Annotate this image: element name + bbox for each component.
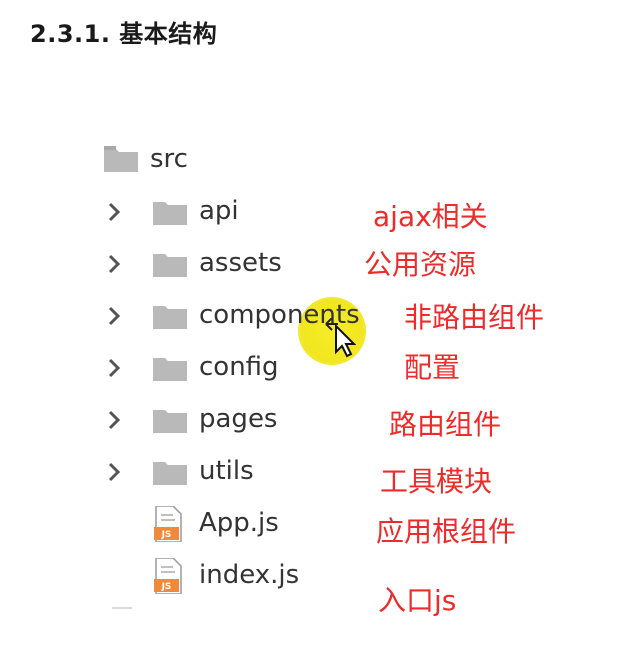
folder-icon bbox=[153, 254, 187, 277]
js-badge: JS bbox=[161, 530, 172, 540]
tree-item-assets[interactable]: assets bbox=[199, 248, 282, 278]
folder-icon bbox=[153, 358, 187, 381]
cursor-icon bbox=[325, 318, 356, 358]
annotation-pages: 路由组件 bbox=[389, 408, 502, 441]
chevron-right-icon[interactable] bbox=[102, 460, 126, 484]
tree-item-index-js[interactable]: index.js bbox=[199, 560, 300, 590]
chevron-right-icon[interactable] bbox=[102, 408, 126, 432]
annotation-components: 非路由组件 bbox=[404, 301, 545, 334]
annotation-assets: 公用资源 bbox=[364, 248, 477, 281]
chevron-right-icon[interactable] bbox=[102, 200, 126, 224]
tree-item-utils[interactable]: utils bbox=[199, 456, 254, 486]
section-heading: 2.3.1. 基本结构 bbox=[30, 20, 218, 48]
chevron-right-icon[interactable] bbox=[102, 304, 126, 328]
tree-item-app-js[interactable]: App.js bbox=[199, 508, 279, 538]
tree-item-api[interactable]: api bbox=[199, 196, 239, 226]
tree-item-pages[interactable]: pages bbox=[199, 404, 278, 434]
folder-icon bbox=[104, 146, 138, 172]
annotation-config: 配置 bbox=[404, 351, 461, 384]
annotation-api: ajax相关 bbox=[373, 200, 488, 233]
annotation-index-js: 入口js bbox=[378, 584, 457, 617]
chevron-right-icon[interactable] bbox=[102, 252, 126, 276]
js-file-icon: JS bbox=[154, 558, 182, 594]
tree-item-src[interactable]: src bbox=[150, 144, 188, 174]
js-file-icon: JS bbox=[154, 506, 182, 542]
folder-icon bbox=[153, 202, 187, 225]
annotation-app-js: 应用根组件 bbox=[376, 515, 517, 548]
annotation-utils: 工具模块 bbox=[380, 465, 493, 498]
folder-icon bbox=[153, 462, 187, 485]
js-badge: JS bbox=[161, 582, 172, 592]
tree-item-config[interactable]: config bbox=[199, 352, 279, 382]
divider bbox=[112, 607, 132, 609]
cursor-highlight bbox=[298, 297, 366, 365]
chevron-right-icon[interactable] bbox=[102, 356, 126, 380]
folder-icon bbox=[153, 410, 187, 433]
folder-icon bbox=[153, 306, 187, 329]
